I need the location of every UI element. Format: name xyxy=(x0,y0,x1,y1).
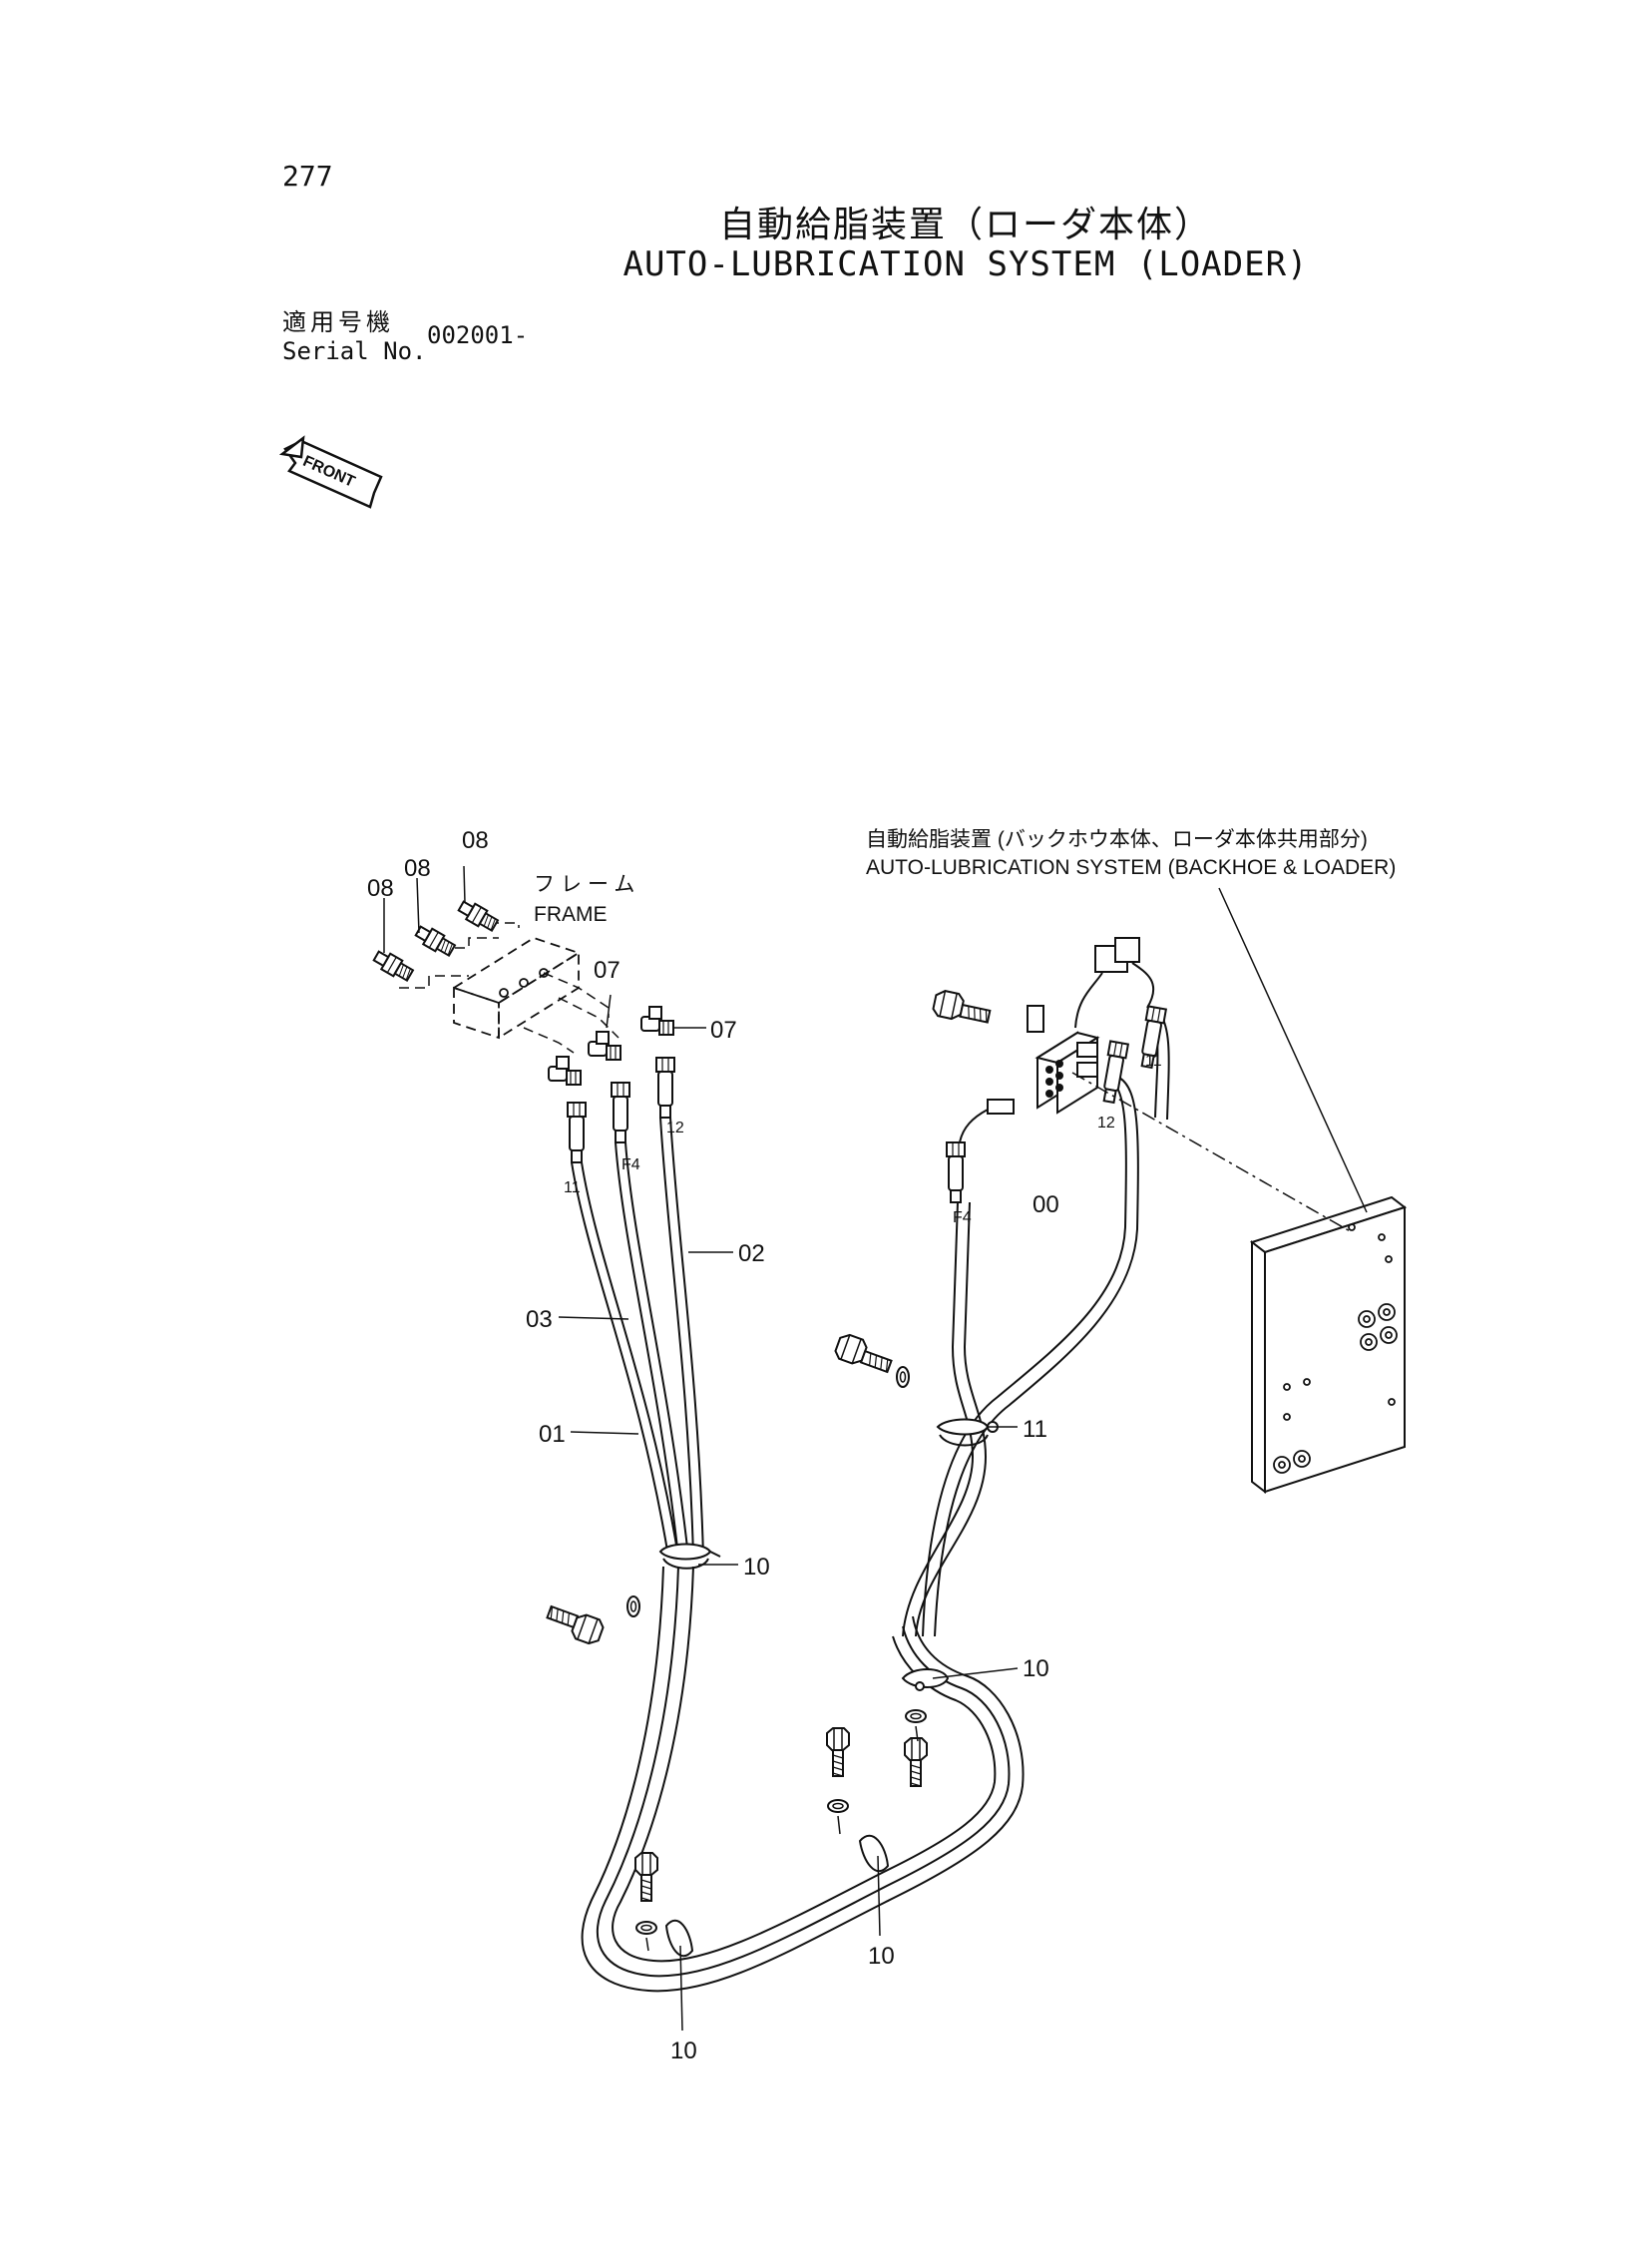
hose-tag-left-f4: F4 xyxy=(621,1156,640,1173)
callout-10-right: 10 xyxy=(1023,1655,1049,1682)
hose-loop-lower xyxy=(581,1566,1025,1993)
clamp-washer-right xyxy=(896,1366,910,1388)
callout-03: 03 xyxy=(526,1306,553,1333)
grease-nipple-08-right xyxy=(455,897,501,935)
callout-07-right: 07 xyxy=(710,1017,737,1044)
hose-tag-right-11: 11 xyxy=(1145,1053,1162,1070)
shared-system-label-japanese: 自動給脂装置 (バックホウ本体、ローダ本体共用部分) xyxy=(866,828,1368,851)
leader-lines xyxy=(383,865,1368,2032)
mounting-plate xyxy=(1249,1195,1408,1495)
callout-10-bottom-left: 10 xyxy=(670,2038,697,2064)
callout-02: 02 xyxy=(738,1240,765,1267)
front-arrow-icon: FRONT xyxy=(278,435,383,509)
grease-nipple-08-left xyxy=(370,947,416,985)
alignment-centerline xyxy=(1071,1072,1353,1233)
valve-bolt xyxy=(931,988,994,1028)
vertical-bolt-right xyxy=(904,1737,928,1787)
vertical-washer-right xyxy=(905,1709,927,1723)
serial-label-japanese: 適用号機 xyxy=(282,308,394,336)
hose-bundle-right xyxy=(902,1009,1170,1637)
clamp-10-bottom-middle xyxy=(858,1834,890,1873)
hose-end-right-f4 xyxy=(946,1141,966,1203)
callout-11: 11 xyxy=(1023,1416,1047,1443)
hose-tag-right-f4: F4 xyxy=(953,1209,972,1226)
frame-label-japanese: フレーム xyxy=(534,873,640,896)
vertical-bolt-center xyxy=(826,1727,850,1777)
clamp-washer-left xyxy=(626,1595,640,1617)
page-title-japanese: 自動給脂装置（ローダ本体） xyxy=(718,205,1212,245)
callout-08-left: 08 xyxy=(367,875,394,902)
shared-system-label-english: AUTO-LUBRICATION SYSTEM (BACKHOE & LOADE… xyxy=(866,856,1396,879)
clamp-10-right xyxy=(901,1668,950,1691)
callout-10-left: 10 xyxy=(743,1554,770,1581)
frame-connection-lines xyxy=(399,922,620,1054)
page-title-english: AUTO-LUBRICATION SYSTEM (LOADER) xyxy=(622,244,1309,284)
hose-tag-left-11: 11 xyxy=(564,1179,581,1196)
distributor-valve-block xyxy=(987,1005,1100,1115)
vertical-bolt-left xyxy=(634,1852,658,1902)
serial-label-english: Serial No. xyxy=(282,337,427,365)
electrical-connector xyxy=(1074,937,1155,1029)
page-number: 277 xyxy=(282,160,333,193)
clamp-bolt-right xyxy=(832,1331,896,1377)
hose-tag-right-12: 12 xyxy=(1097,1115,1115,1132)
callout-08-top: 08 xyxy=(462,827,489,854)
elbow-fitting-07-top xyxy=(640,1006,674,1036)
hose-tag-left-12: 12 xyxy=(666,1120,684,1136)
hose-end-right-12 xyxy=(1098,1040,1129,1105)
hose-end-left-f4 xyxy=(611,1082,630,1143)
hose-bundle-left xyxy=(571,1117,704,1558)
clamp-bolt-left xyxy=(543,1601,607,1647)
clamp-11-right xyxy=(936,1418,999,1447)
bolt-alignment-lines xyxy=(645,1725,919,1952)
vertical-washer-left xyxy=(635,1921,657,1935)
clamp-10-left xyxy=(658,1543,721,1570)
callout-01: 01 xyxy=(539,1421,566,1448)
callout-10-bottom-middle: 10 xyxy=(868,1943,895,1970)
clamp-10-bottom-left xyxy=(664,1919,694,1958)
frame-label-english: FRAME xyxy=(534,903,608,926)
callout-08-middle: 08 xyxy=(404,855,431,882)
serial-number-value: 002001- xyxy=(427,321,529,349)
frame-block xyxy=(451,937,582,1040)
elbow-fitting-07-bottom xyxy=(548,1056,582,1086)
hose-end-left-12 xyxy=(655,1057,675,1119)
vertical-washer-center xyxy=(827,1799,849,1813)
hose-end-left-11 xyxy=(567,1102,587,1163)
hose-right-f4-bend xyxy=(959,1109,989,1143)
callout-07-top: 07 xyxy=(594,957,620,984)
grease-nipple-08-middle xyxy=(412,922,458,960)
callout-00: 00 xyxy=(1032,1191,1059,1218)
